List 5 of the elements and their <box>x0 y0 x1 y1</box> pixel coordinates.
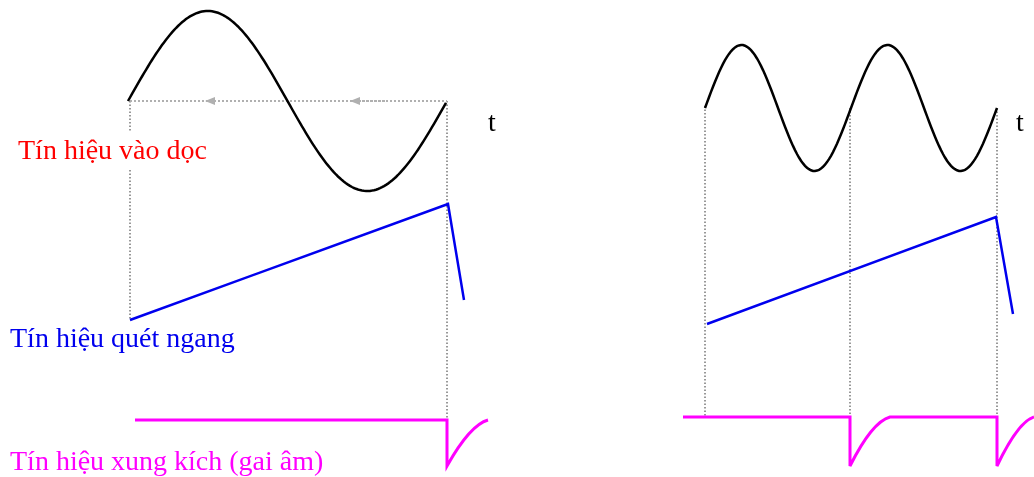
signal-label: Tín hiệu xung kích (gai âm) <box>10 445 324 477</box>
axis-label: t <box>488 106 496 138</box>
signal-label: Tín hiệu quét ngang <box>10 322 235 354</box>
signal-label: Tín hiệu vào dọc <box>18 134 207 166</box>
axis-label: t <box>1016 106 1024 138</box>
